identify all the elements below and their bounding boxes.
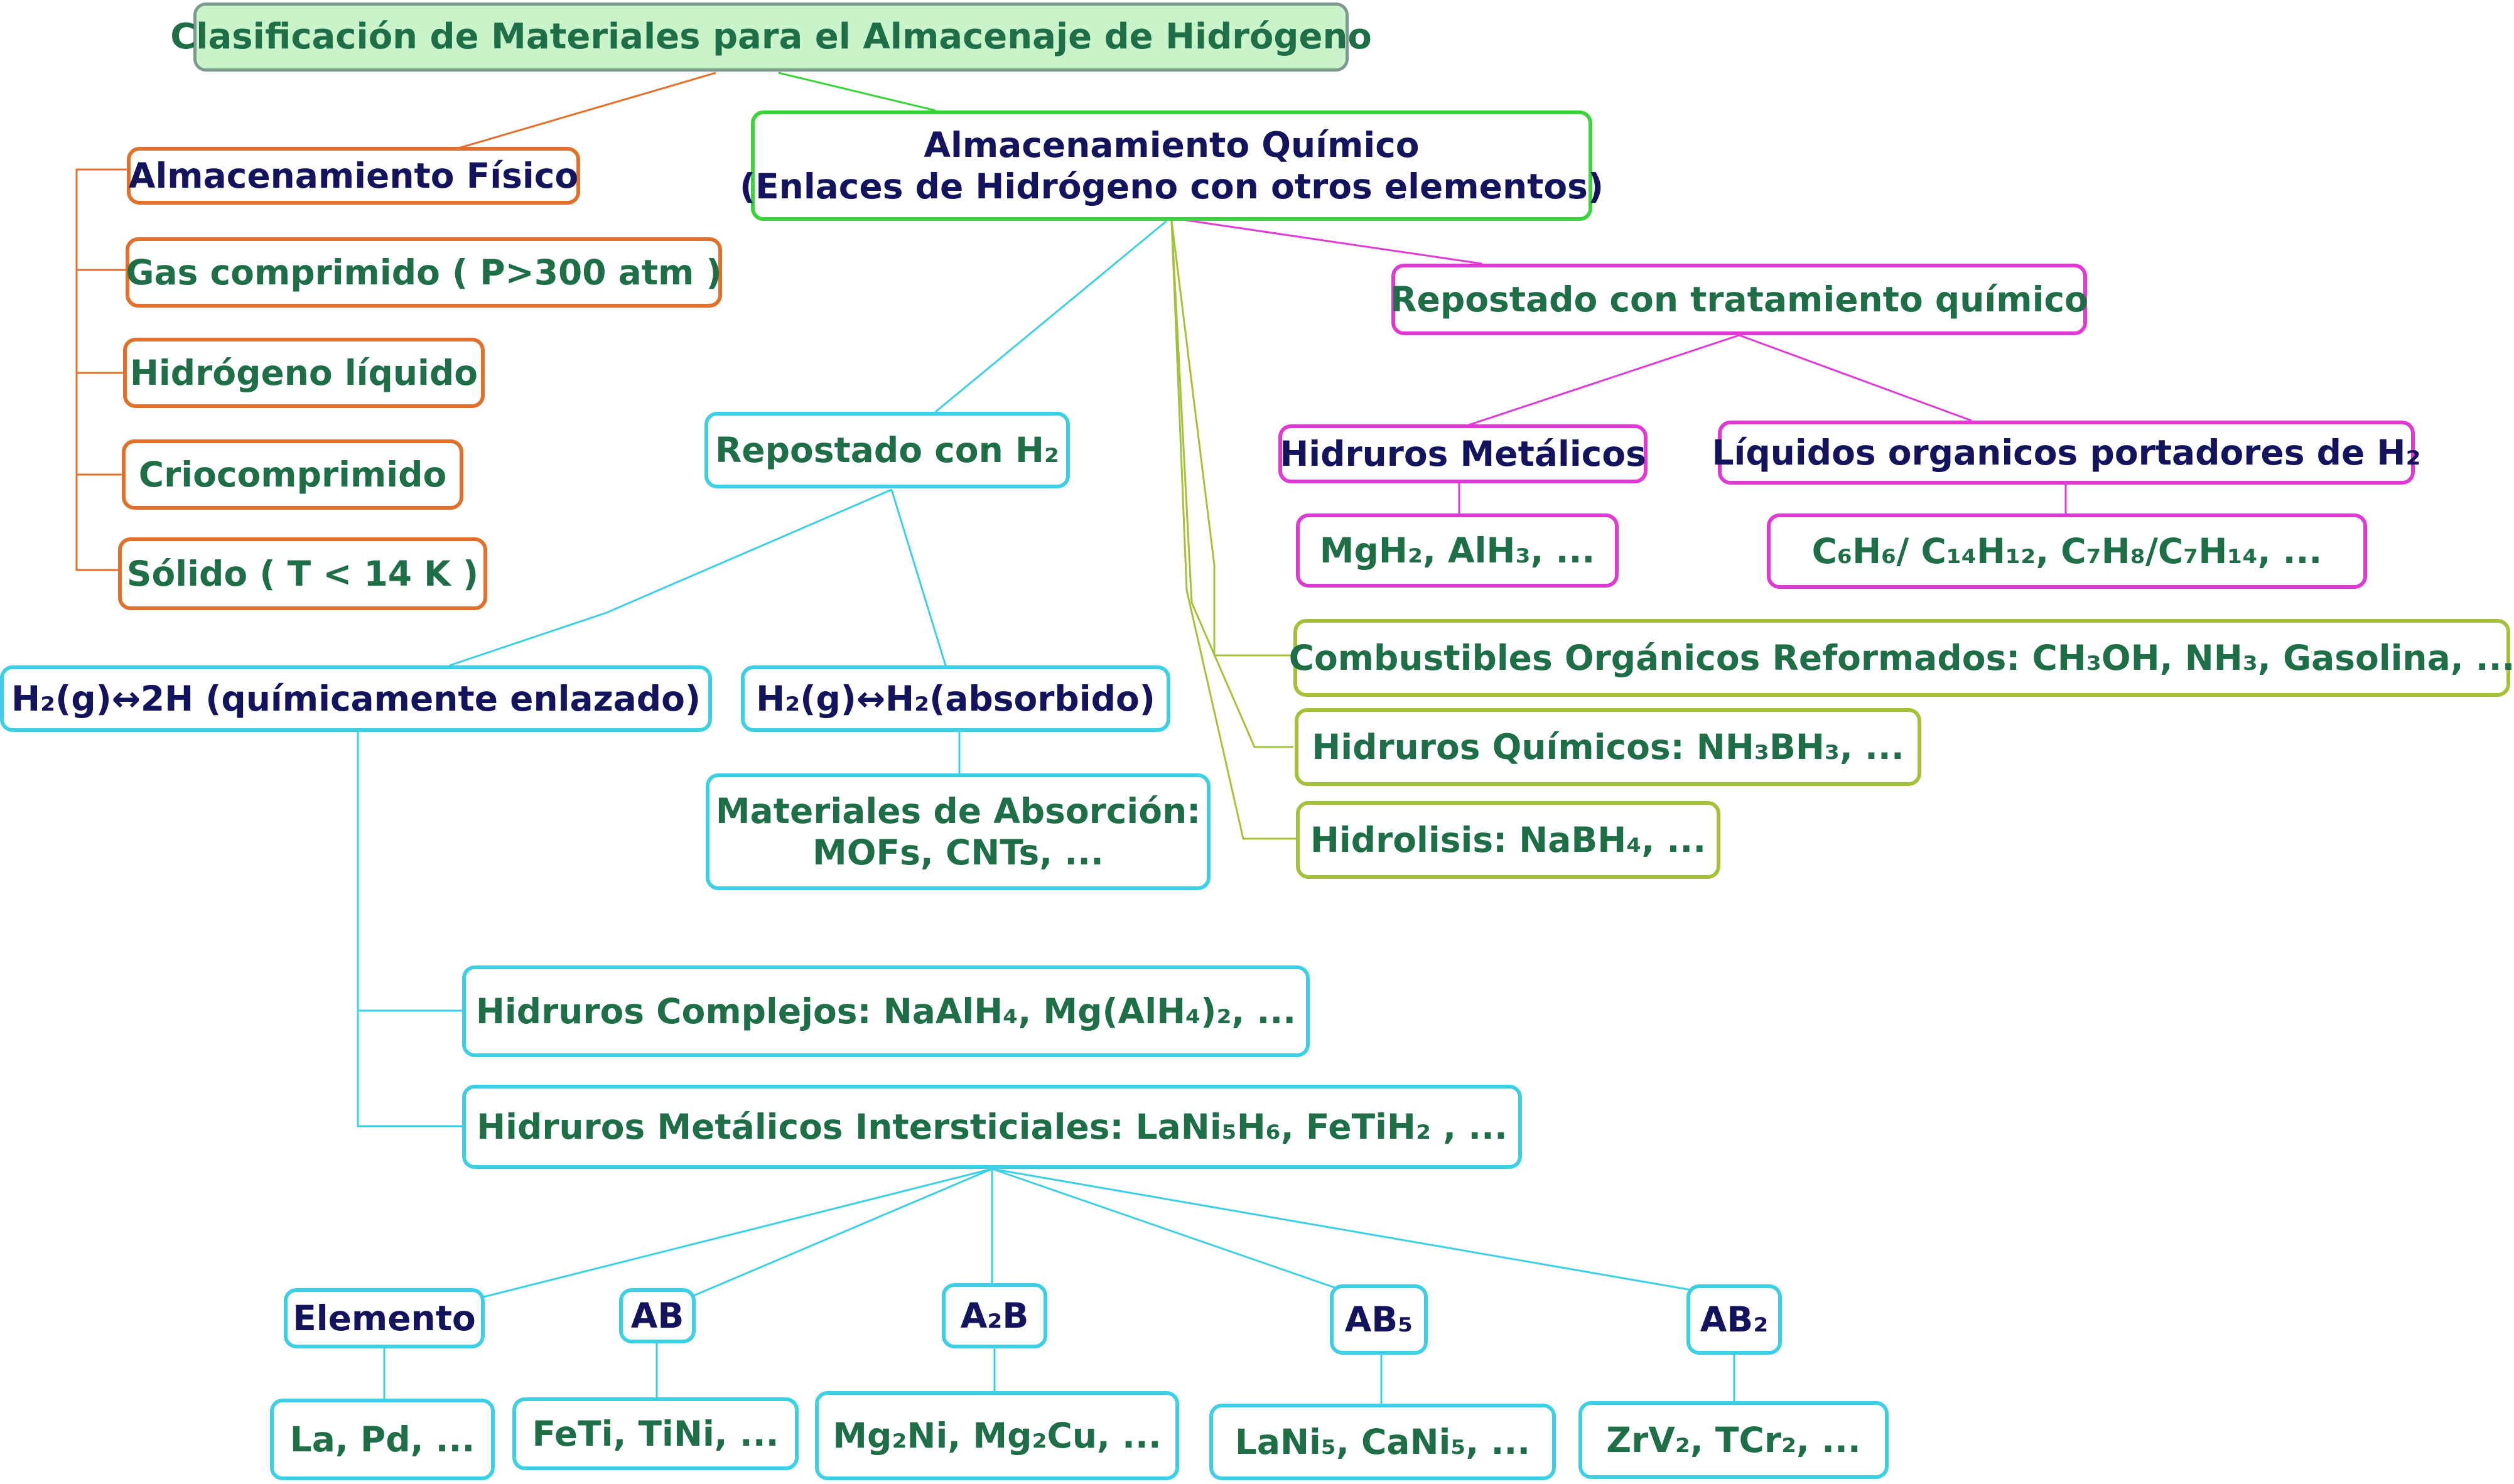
absorbido-text: H₂(g)↔H₂(absorbido) [756, 679, 1155, 719]
hidrolisis-node: Hidrolisis: NaBH₄, ... [1296, 801, 1720, 879]
fisico-item-crio: Criocomprimido [138, 454, 447, 495]
hidrolisis-text: Hidrolisis: NaBH₄, ... [1310, 820, 1707, 860]
connector-quimico-hidruros-quimicos [1170, 220, 1293, 748]
quimico-title-line2: (Enlaces de Hidrógeno con otros elemento… [739, 166, 1604, 207]
fisico-title-node: Almacenamiento Físico [127, 147, 580, 205]
quimicamente-enlazado-text: H₂(g)↔2H (químicamente enlazado) [11, 679, 701, 719]
tratamiento-title: Repostado con tratamiento químico [1390, 279, 2088, 320]
root-title: Clasificación de Materiales para el Alma… [170, 16, 1372, 58]
tipo-ab2-label: AB₂ [1700, 1299, 1769, 1340]
combustibles-text: Combustibles Orgánicos Reformados: CH₃OH… [1288, 638, 2514, 678]
connector-intersticiales-ab5 [991, 1168, 1344, 1292]
hidruros-intersticiales-node: Hidruros Metálicos Intersticiales: LaNi₅… [462, 1085, 1522, 1169]
connector-repostado-absorbido [890, 489, 947, 666]
quimico-title-line1: Almacenamiento Químico [924, 125, 1420, 165]
connector-quimico-tratamiento [1173, 217, 1482, 265]
liquidos-organicos-examples-node: C₆H₆/ C₁₄H₁₂, C₇H₈/C₇H₁₄, ... [1767, 513, 2367, 589]
connector-quimicamente-intersticiales [357, 1004, 462, 1127]
tipo-ab5-examples-node: LaNi₅, CaNi₅, ... [1209, 1404, 1556, 1480]
tipo-ab5-examples: LaNi₅, CaNi₅, ... [1234, 1422, 1531, 1462]
materiales-absorcion-node: Materiales de Absorción: MOFs, CNTs, ... [706, 773, 1211, 890]
connector-quimico-combustibles [1170, 220, 1293, 657]
tipo-ab2-examples-node: ZrV₂, TCr₂, ... [1578, 1401, 1889, 1479]
fisico-item-solido-node: Sólido ( T < 14 K ) [118, 537, 487, 610]
tipo-a2b-examples: Mg₂Ni, Mg₂Cu, ... [833, 1416, 1162, 1456]
liquidos-organicos-node: Líquidos organicos portadores de H₂ [1712, 421, 2421, 485]
tipo-elemento-examples: La, Pd, ... [289, 1419, 475, 1460]
connector-quimicamente-complejos [357, 731, 462, 1012]
tipo-ab-node: AB [619, 1288, 696, 1343]
tipo-ab5-label: AB₅ [1344, 1299, 1413, 1340]
tipo-ab-examples-node: FeTi, TiNi, ... [512, 1397, 799, 1470]
root-title-node: Clasificación de Materiales para el Alma… [170, 3, 1372, 72]
connector-intersticiales-ab [690, 1168, 993, 1298]
hidruros-metalicos-examples-node: MgH₂, AlH₃, ... [1296, 513, 1619, 588]
connector-intersticiales-elemento [483, 1168, 993, 1298]
materiales-absorcion-line2: MOFs, CNTs, ... [812, 832, 1104, 873]
absorbido-node: H₂(g)↔H₂(absorbido) [741, 665, 1170, 732]
hidruros-complejos-text: Hidruros Complejos: NaAlH₄, Mg(AlH₄)₂, .… [475, 991, 1297, 1031]
connector-quimico-repostado [935, 220, 1167, 413]
connector-tratamiento-liquidos [1739, 334, 1972, 422]
tipo-ab-examples: FeTi, TiNi, ... [532, 1414, 779, 1454]
hidruros-complejos-node: Hidruros Complejos: NaAlH₄, Mg(AlH₄)₂, .… [462, 965, 1310, 1057]
connector-root-fisico [458, 72, 716, 149]
tipo-ab2-node: AB₂ [1686, 1284, 1782, 1355]
hidruros-quimicos-node: Hidruros Químicos: NH₃BH₃, ... [1295, 708, 1921, 786]
connector-intersticiales-ab2 [991, 1168, 1696, 1292]
tipo-elemento-node: Elemento [284, 1288, 485, 1348]
fisico-item-liquido: Hidrógeno líquido [129, 353, 478, 393]
fisico-item-crio-node: Criocomprimido [122, 439, 463, 510]
fisico-title: Almacenamiento Físico [128, 156, 579, 196]
repostado-h2-node: Repostado con H₂ [704, 412, 1070, 488]
connector-root-quimico [778, 72, 936, 112]
quimicamente-enlazado-node: H₂(g)↔2H (químicamente enlazado) [0, 665, 712, 732]
tipo-elemento-examples-node: La, Pd, ... [270, 1399, 495, 1480]
hidruros-quimicos-text: Hidruros Químicos: NH₃BH₃, ... [1312, 727, 1904, 767]
fisico-item-gas-node: Gas comprimido ( P>300 atm ) [126, 237, 722, 308]
tipo-elemento-label: Elemento [293, 1298, 476, 1338]
hidruros-metalicos-title: Hidruros Metálicos [1280, 434, 1646, 474]
quimico-title-node: Almacenamiento Químico (Enlaces de Hidró… [740, 110, 1604, 221]
tipo-a2b-examples-node: Mg₂Ni, Mg₂Cu, ... [815, 1391, 1179, 1480]
combustibles-node: Combustibles Orgánicos Reformados: CH₃OH… [1289, 619, 2514, 697]
liquidos-organicos-examples: C₆H₆/ C₁₄H₁₂, C₇H₈/C₇H₁₄, ... [1811, 531, 2322, 571]
connector-quimico-hidrolisis [1170, 220, 1296, 840]
tipo-ab5-node: AB₅ [1330, 1284, 1428, 1355]
hidruros-intersticiales-text: Hidruros Metálicos Intersticiales: LaNi₅… [477, 1107, 1508, 1147]
hidruros-metalicos-node: Hidruros Metálicos [1278, 424, 1648, 483]
liquidos-organicos-title: Líquidos organicos portadores de H₂ [1712, 433, 2421, 473]
fisico-item-solido: Sólido ( T < 14 K ) [126, 554, 479, 594]
tipo-a2b-node: A₂B [942, 1283, 1047, 1348]
tipo-ab-label: AB [630, 1296, 684, 1336]
fisico-item-liquido-node: Hidrógeno líquido [123, 338, 485, 408]
repostado-h2-title: Repostado con H₂ [715, 430, 1060, 470]
hidruros-metalicos-examples: MgH₂, AlH₃, ... [1319, 530, 1595, 571]
connector-fisico-bracket [75, 168, 128, 571]
connector-repostado-quimicamente [449, 488, 892, 667]
tipo-a2b-label: A₂B [960, 1296, 1029, 1336]
tipo-ab2-examples: ZrV₂, TCr₂, ... [1606, 1420, 1861, 1460]
fisico-item-gas: Gas comprimido ( P>300 atm ) [126, 252, 722, 293]
tratamiento-title-node: Repostado con tratamiento químico [1390, 264, 2088, 335]
connector-tratamiento-hidruros [1462, 334, 1740, 428]
materiales-absorcion-line1: Materiales de Absorción: [715, 791, 1201, 831]
